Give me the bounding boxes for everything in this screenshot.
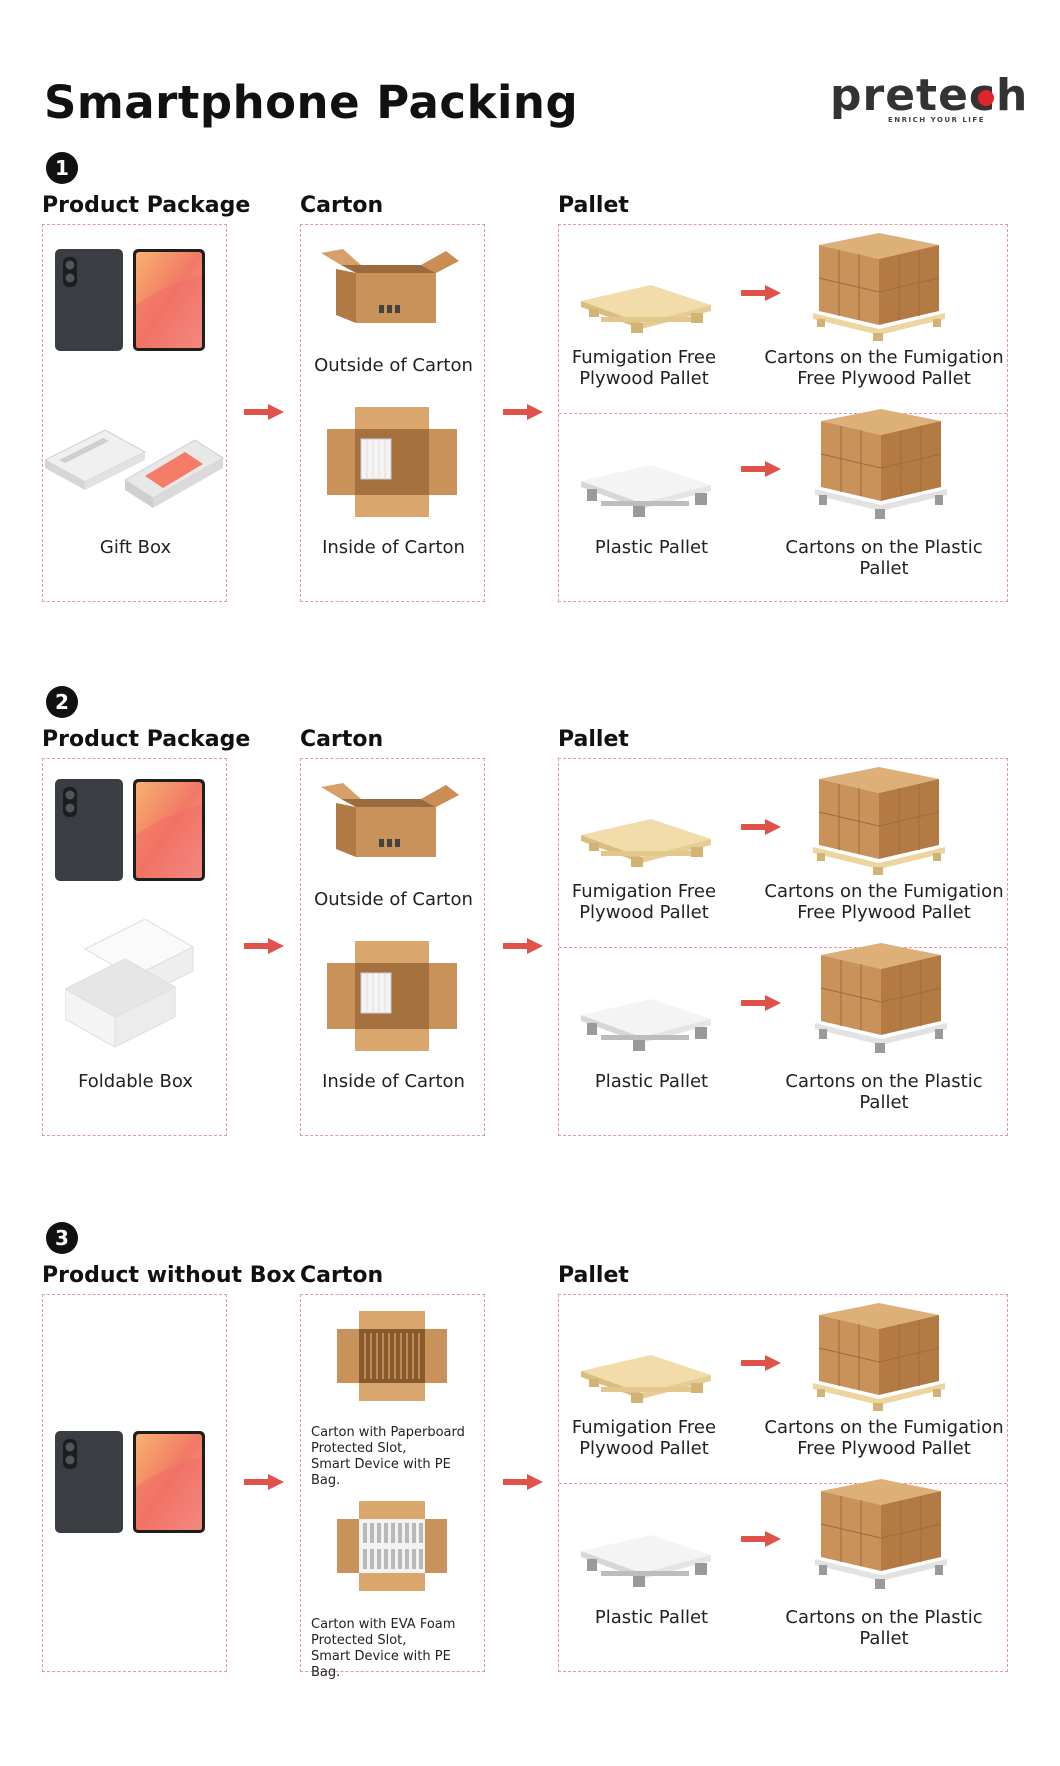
plastic-pallet-label: Plastic Pallet [594, 1071, 709, 1092]
divider [559, 947, 1007, 948]
plywood-pallet-icon [581, 283, 711, 338]
arrow-right-icon [244, 938, 284, 954]
section-number: 2 [46, 686, 78, 718]
pallet-panel: Fumigation Free Plywood Pallet Cartons o… [558, 758, 1008, 1136]
product-panel [42, 1294, 227, 1672]
plastic-pallet-label: Plastic Pallet [594, 1607, 709, 1628]
carton-top-label: Outside of Carton [314, 355, 473, 376]
smartphone-icon [53, 775, 223, 885]
logo-tagline: ENRICH YOUR LIFE [888, 116, 985, 124]
eva-foam-carton-icon [337, 1501, 447, 1591]
product-panel: Gift Box [42, 224, 227, 602]
carton-panel: Outside of Carton Inside of Carton [300, 224, 485, 602]
arrow-right-icon [741, 995, 781, 1011]
arrow-right-icon [503, 404, 543, 420]
arrow-right-icon [244, 1474, 284, 1490]
plastic-loaded-label: Cartons on the Plastic Pallet [785, 1607, 983, 1649]
loaded-plastic-pallet-icon [811, 409, 951, 519]
outside-carton-icon [321, 243, 461, 333]
pallet-header: Pallet [558, 193, 629, 218]
divider [559, 1483, 1007, 1484]
carton-header: Carton [300, 193, 384, 218]
pallet-panel: Fumigation Free Plywood Pallet Cartons o… [558, 224, 1008, 602]
section-number: 3 [46, 1222, 78, 1254]
loaded-plastic-pallet-icon [811, 943, 951, 1053]
carton-top-label: Outside of Carton [314, 889, 473, 910]
carton-top-label: Carton with Paperboard Protected Slot, S… [311, 1425, 465, 1488]
fumigation-loaded-label: Cartons on the Fumigation Free Plywood P… [764, 347, 1004, 389]
carton-bottom-label: Inside of Carton [322, 537, 465, 558]
plastic-pallet-label: Plastic Pallet [594, 537, 709, 558]
fumigation-loaded-label: Cartons on the Fumigation Free Plywood P… [764, 1417, 1004, 1459]
fumigation-pallet-label: Fumigation Free Plywood Pallet [571, 347, 717, 389]
arrow-right-icon [741, 819, 781, 835]
plastic-loaded-label: Cartons on the Plastic Pallet [785, 1071, 983, 1113]
arrow-right-icon [244, 404, 284, 420]
section-number: 1 [46, 152, 78, 184]
paperboard-slot-carton-icon [337, 1311, 447, 1401]
carton-header: Carton [300, 727, 384, 752]
product-panel: Foldable Box [42, 758, 227, 1136]
fumigation-pallet-label: Fumigation Free Plywood Pallet [571, 881, 717, 923]
smartphone-icon [53, 245, 223, 355]
page-title: Smartphone Packing [44, 76, 579, 129]
logo-dot [978, 90, 994, 106]
product-bottom-label: Foldable Box [78, 1071, 193, 1092]
carton-bottom-label: Inside of Carton [322, 1071, 465, 1092]
plywood-pallet-icon [581, 817, 711, 872]
pallet-header: Pallet [558, 1263, 629, 1288]
section-2: 2 Product Package Carton Pallet Foldable… [0, 686, 1060, 1166]
carton-panel: Carton with Paperboard Protected Slot, S… [300, 1294, 485, 1680]
fumigation-loaded-label: Cartons on the Fumigation Free Plywood P… [764, 881, 1004, 923]
plywood-pallet-icon [581, 1353, 711, 1408]
loaded-plywood-pallet-icon [809, 233, 949, 343]
outside-carton-icon [321, 777, 461, 867]
arrow-right-icon [741, 461, 781, 477]
arrow-right-icon [503, 938, 543, 954]
arrow-right-icon [741, 1531, 781, 1547]
arrow-right-icon [741, 285, 781, 301]
brand-logo: pretech ENRICH YOUR LIFE [830, 70, 1027, 130]
inside-carton-icon [327, 407, 457, 517]
plastic-pallet-icon [581, 999, 711, 1054]
plastic-loaded-label: Cartons on the Plastic Pallet [785, 537, 983, 579]
arrow-right-icon [503, 1474, 543, 1490]
divider [559, 413, 1007, 414]
inside-carton-icon [327, 941, 457, 1051]
plastic-pallet-icon [581, 465, 711, 520]
section-1: 1 Product Package Carton Pallet Gift Box… [0, 152, 1060, 632]
loaded-plywood-pallet-icon [809, 1303, 949, 1413]
carton-bottom-label: Carton with EVA Foam Protected Slot, Sma… [311, 1617, 456, 1680]
product-header: Product Package [42, 727, 251, 752]
pallet-panel: Fumigation Free Plywood Pallet Cartons o… [558, 1294, 1008, 1672]
product-bottom-label: Gift Box [99, 537, 172, 558]
carton-panel: Outside of Carton Inside of Carton [300, 758, 485, 1136]
gift-box-icon [45, 410, 225, 520]
foldable-box-icon [65, 919, 205, 1049]
arrow-right-icon [741, 1355, 781, 1371]
carton-header: Carton [300, 1263, 384, 1288]
loaded-plywood-pallet-icon [809, 767, 949, 877]
section-3: 3 Product without Box Carton Pallet Cart… [0, 1222, 1060, 1702]
fumigation-pallet-label: Fumigation Free Plywood Pallet [571, 1417, 717, 1459]
product-header: Product Package [42, 193, 251, 218]
logo-wordmark: pretech [830, 70, 1029, 121]
product-header: Product without Box [42, 1263, 296, 1288]
pallet-header: Pallet [558, 727, 629, 752]
smartphone-icon [53, 1427, 223, 1537]
plastic-pallet-icon [581, 1535, 711, 1590]
loaded-plastic-pallet-icon [811, 1479, 951, 1589]
